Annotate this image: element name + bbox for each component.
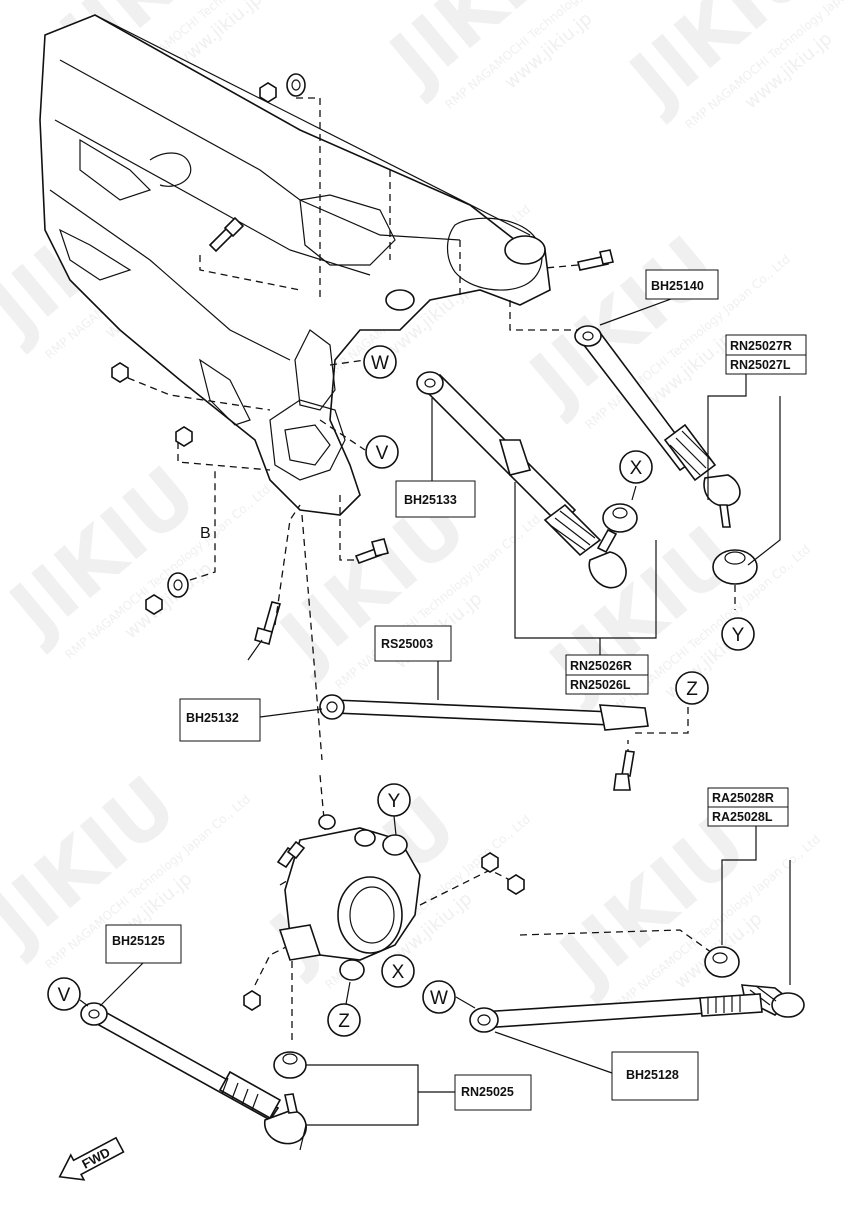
- marker-y-right: Y: [732, 625, 745, 646]
- bushing-icon: [273, 1051, 307, 1079]
- label-ra25028l: RA25028L: [712, 810, 773, 824]
- nut-icon: [111, 362, 129, 383]
- label-rn25027l: RN25027L: [730, 358, 791, 372]
- label-box-bh25128: [611, 1051, 699, 1101]
- fwd-label: FWD: [79, 1144, 112, 1171]
- label-box-bh25140: [645, 269, 719, 300]
- reference-markers: W V X Y Z Y X Z V W: [47, 345, 755, 1037]
- bushing-icon: [712, 549, 758, 585]
- label-box-rn25025: [454, 1074, 532, 1111]
- upper-control-arm: [416, 371, 638, 589]
- bolt-icon: [621, 750, 635, 777]
- nut-icon: [481, 852, 499, 873]
- marker-z-knuckle: Z: [338, 1011, 350, 1032]
- label-bh25132: BH25132: [186, 711, 239, 725]
- marker-x-top: X: [630, 458, 643, 479]
- nut-icon: [145, 594, 163, 615]
- bushing-icon: [704, 946, 740, 978]
- label-bh25125: BH25125: [112, 934, 165, 948]
- label-rn25025: RN25025: [461, 1085, 514, 1099]
- label-box-bh25125: [105, 924, 182, 964]
- washer-icon: [286, 73, 306, 97]
- rear-subframe: [39, 14, 551, 516]
- toe-control-arm: [574, 325, 758, 585]
- label-rs25003: RS25003: [381, 637, 433, 651]
- stabilizer-link: [704, 946, 805, 1018]
- label-bh25128: BH25128: [626, 1068, 679, 1082]
- marker-z-right: Z: [686, 679, 698, 700]
- bolt-icon: [577, 255, 609, 271]
- nut-icon: [243, 990, 261, 1011]
- label-box-rn25026l: [565, 674, 649, 695]
- label-box-bh25133: [395, 480, 476, 518]
- marker-x-knuckle: X: [392, 962, 405, 983]
- fwd-arrow: FWD: [58, 1136, 125, 1181]
- label-box-bh25132: [179, 698, 261, 742]
- marker-y-knuckle: Y: [388, 791, 401, 812]
- label-box-rn25027l: [725, 354, 807, 375]
- label-rn25026l: RN25026L: [570, 678, 631, 692]
- nut-icon: [507, 874, 525, 895]
- label-rn25027r: RN25027R: [730, 339, 792, 353]
- label-rn25026r: RN25026R: [570, 659, 632, 673]
- leader-lines: [79, 294, 791, 1151]
- label-box-ra25028l: [707, 806, 789, 827]
- label-bh25140: BH25140: [651, 279, 704, 293]
- rear-knuckle: [243, 814, 525, 1011]
- letter-b: B: [200, 525, 211, 542]
- fastener-group-upper: [111, 73, 614, 661]
- label-box-rs25003: [374, 625, 452, 662]
- label-ra25028r: RA25028R: [712, 791, 774, 805]
- trailing-lower-arm: [80, 1002, 307, 1145]
- label-bh25133: BH25133: [404, 493, 457, 507]
- marker-v-bottom: V: [58, 985, 71, 1006]
- marker-w-top: W: [371, 353, 389, 374]
- arrow-left-icon: [58, 1136, 125, 1181]
- marker-w-bottom: W: [430, 988, 448, 1009]
- washer-icon: [167, 572, 189, 598]
- nut-icon: [259, 82, 277, 103]
- part-labels: BH25140 RN25027R RN25027L BH25133 RS2500…: [105, 269, 807, 1111]
- lateral-link: [319, 694, 649, 791]
- marker-v-top: V: [376, 443, 389, 464]
- lower-link-arm: [469, 993, 763, 1033]
- nut-icon: [175, 426, 193, 447]
